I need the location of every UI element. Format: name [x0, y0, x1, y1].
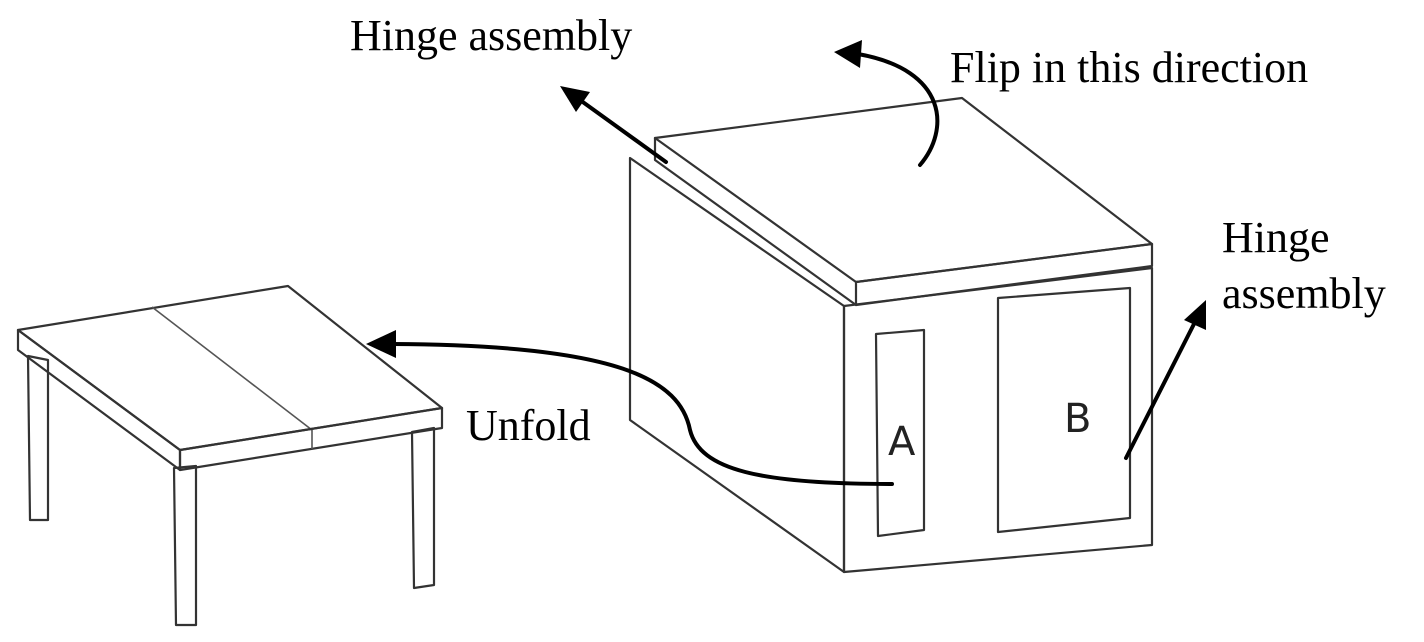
table-top-surface	[16, 284, 444, 452]
unfold-arrow-line	[390, 342, 894, 486]
table-left-edge	[16, 328, 182, 472]
door-a	[874, 328, 926, 538]
door-a-label: A	[888, 419, 916, 465]
hinge-right-arrow-head	[1184, 300, 1206, 330]
table-front-edge	[178, 406, 444, 472]
flip-arrow-head	[834, 40, 862, 68]
door-b	[996, 286, 1132, 534]
door-b-label: B	[1064, 396, 1091, 442]
cabinet-lid-side-edge	[653, 136, 858, 307]
table-leg-back-left	[26, 354, 50, 522]
hinge-assembly-top-label: Hinge assembly	[350, 11, 632, 60]
hinge-top-arrow-head	[560, 86, 590, 112]
cabinet: A B	[628, 96, 1154, 574]
table-center-seam	[151, 306, 313, 431]
cabinet-lid-front-edge	[854, 242, 1154, 307]
table-leg-front-right	[410, 426, 436, 590]
hinge-right-arrow-line	[1124, 318, 1198, 460]
hinge-right-label-line2: assembly	[1222, 269, 1386, 318]
hinge-right-label-line1: Hinge	[1222, 213, 1330, 262]
arrows	[366, 40, 1206, 486]
labels: Hinge assembly Flip in this direction Hi…	[350, 11, 1386, 450]
unfold-arrow-head	[366, 330, 396, 358]
flip-direction-label: Flip in this direction	[950, 43, 1308, 92]
table-leg-front-left	[172, 464, 198, 627]
unfold-label: Unfold	[466, 401, 591, 450]
flip-arrow-line	[856, 52, 940, 167]
table	[16, 284, 444, 627]
hinge-top-arrow-line	[578, 98, 668, 164]
